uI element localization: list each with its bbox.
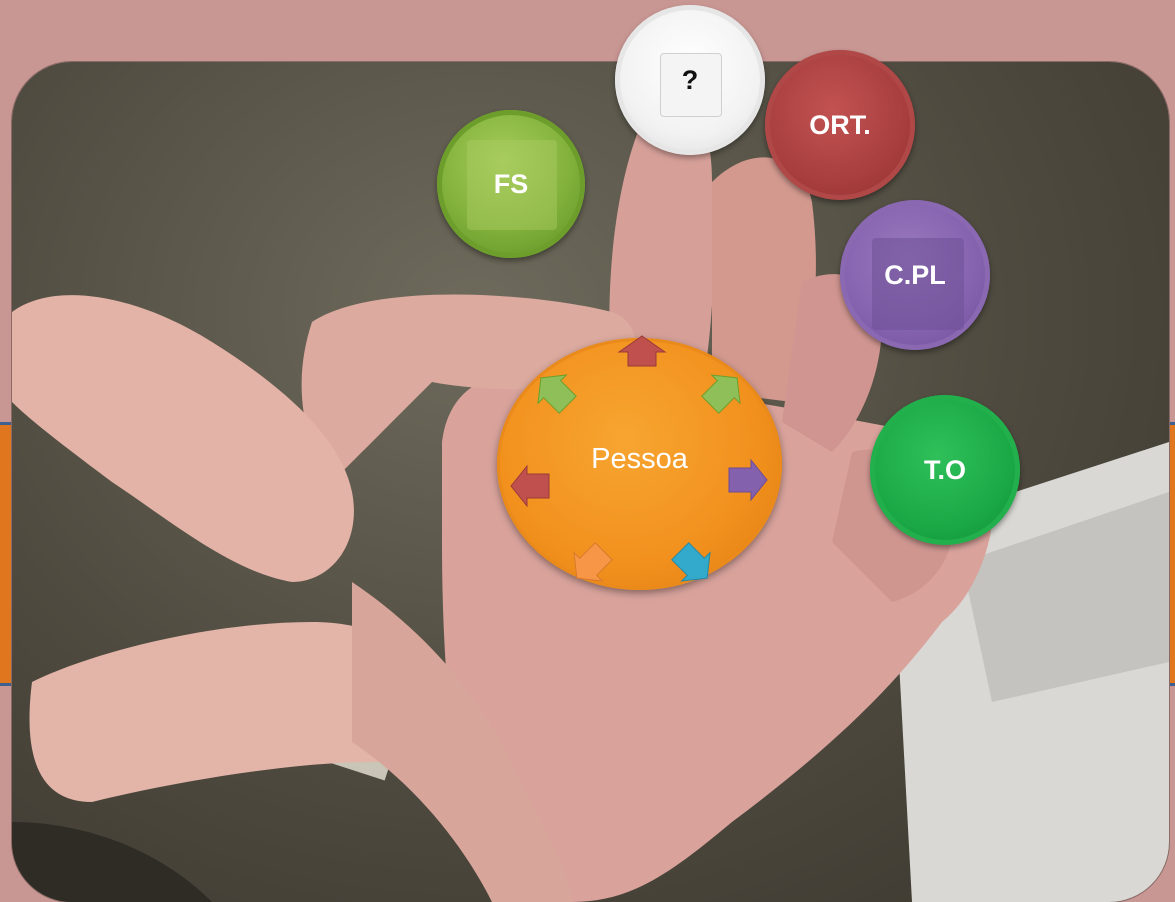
node-to-label: T.O [924,455,966,486]
node-cpl[interactable]: C.PL [840,200,990,350]
node-question[interactable]: ? [615,5,765,155]
node-cpl-label: C.PL [884,260,946,291]
arrow-up-icon [619,336,665,366]
node-fs[interactable]: FS [437,110,585,258]
node-ort-label: ORT. [809,110,871,141]
node-fs-label: FS [494,169,529,200]
node-question-label: ? [682,65,699,96]
node-to[interactable]: T.O [870,395,1020,545]
arrow-downright-icon [666,537,721,592]
arrow-downleft-icon [563,537,618,592]
center-node-label: Pessoa [497,443,782,476]
node-ort[interactable]: ORT. [765,50,915,200]
arrow-upleft-icon [527,364,582,419]
arrow-upright-icon [696,364,751,419]
